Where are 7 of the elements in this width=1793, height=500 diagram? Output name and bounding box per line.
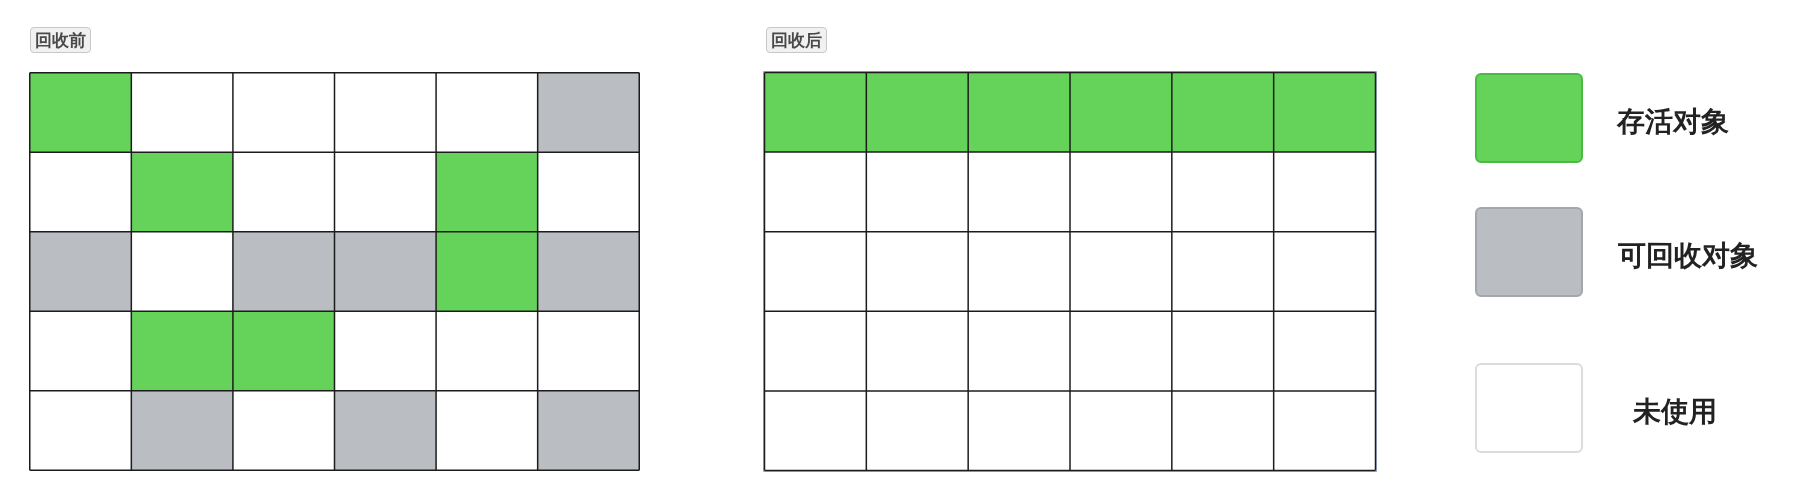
heading-tag	[30, 27, 91, 53]
legend-label: 存活对象	[1617, 105, 1729, 139]
tag-text: 回收后	[771, 30, 822, 50]
tag-text: 回收前	[35, 30, 86, 50]
legend-label: 可回收对象	[1618, 239, 1758, 273]
heading-tag	[766, 27, 827, 53]
legend-label: 未使用	[1633, 395, 1717, 429]
